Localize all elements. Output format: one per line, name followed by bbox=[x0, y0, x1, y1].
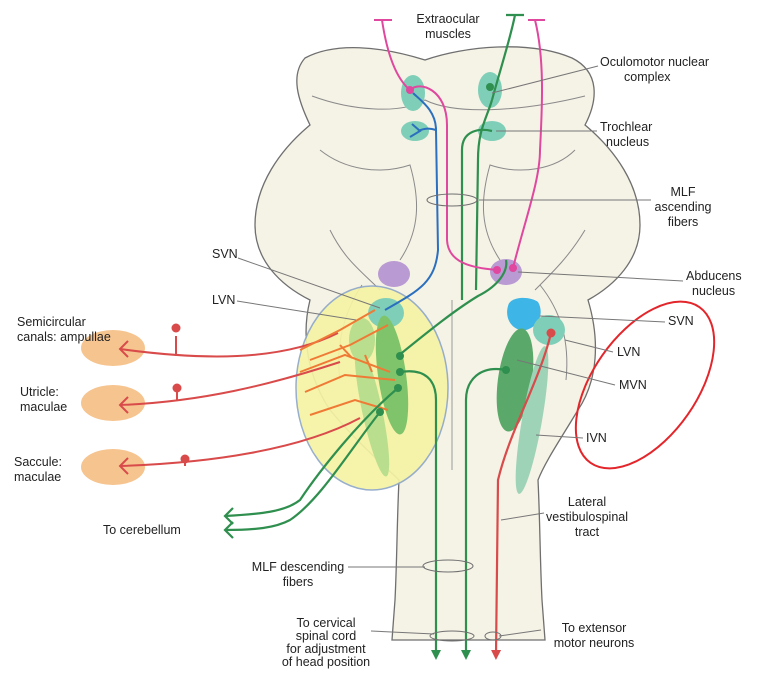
utricle-organ bbox=[81, 385, 145, 421]
label-svn-right: SVN bbox=[668, 314, 694, 328]
label-lvn-left: LVN bbox=[212, 293, 235, 307]
label-ivn: IVN bbox=[586, 431, 607, 445]
label-saccule: Saccule:maculae bbox=[14, 455, 62, 484]
trochlear-nucleus-left bbox=[401, 121, 429, 141]
label-to-cerebellum: To cerebellum bbox=[103, 523, 181, 537]
label-mvn: MVN bbox=[619, 378, 647, 392]
abducens-nucleus-left bbox=[378, 261, 410, 287]
saccule-organ bbox=[81, 449, 145, 485]
label-svn-left: SVN bbox=[212, 247, 238, 261]
label-lvn-right: LVN bbox=[617, 345, 640, 359]
label-utricle: Utricle:maculae bbox=[20, 385, 67, 414]
